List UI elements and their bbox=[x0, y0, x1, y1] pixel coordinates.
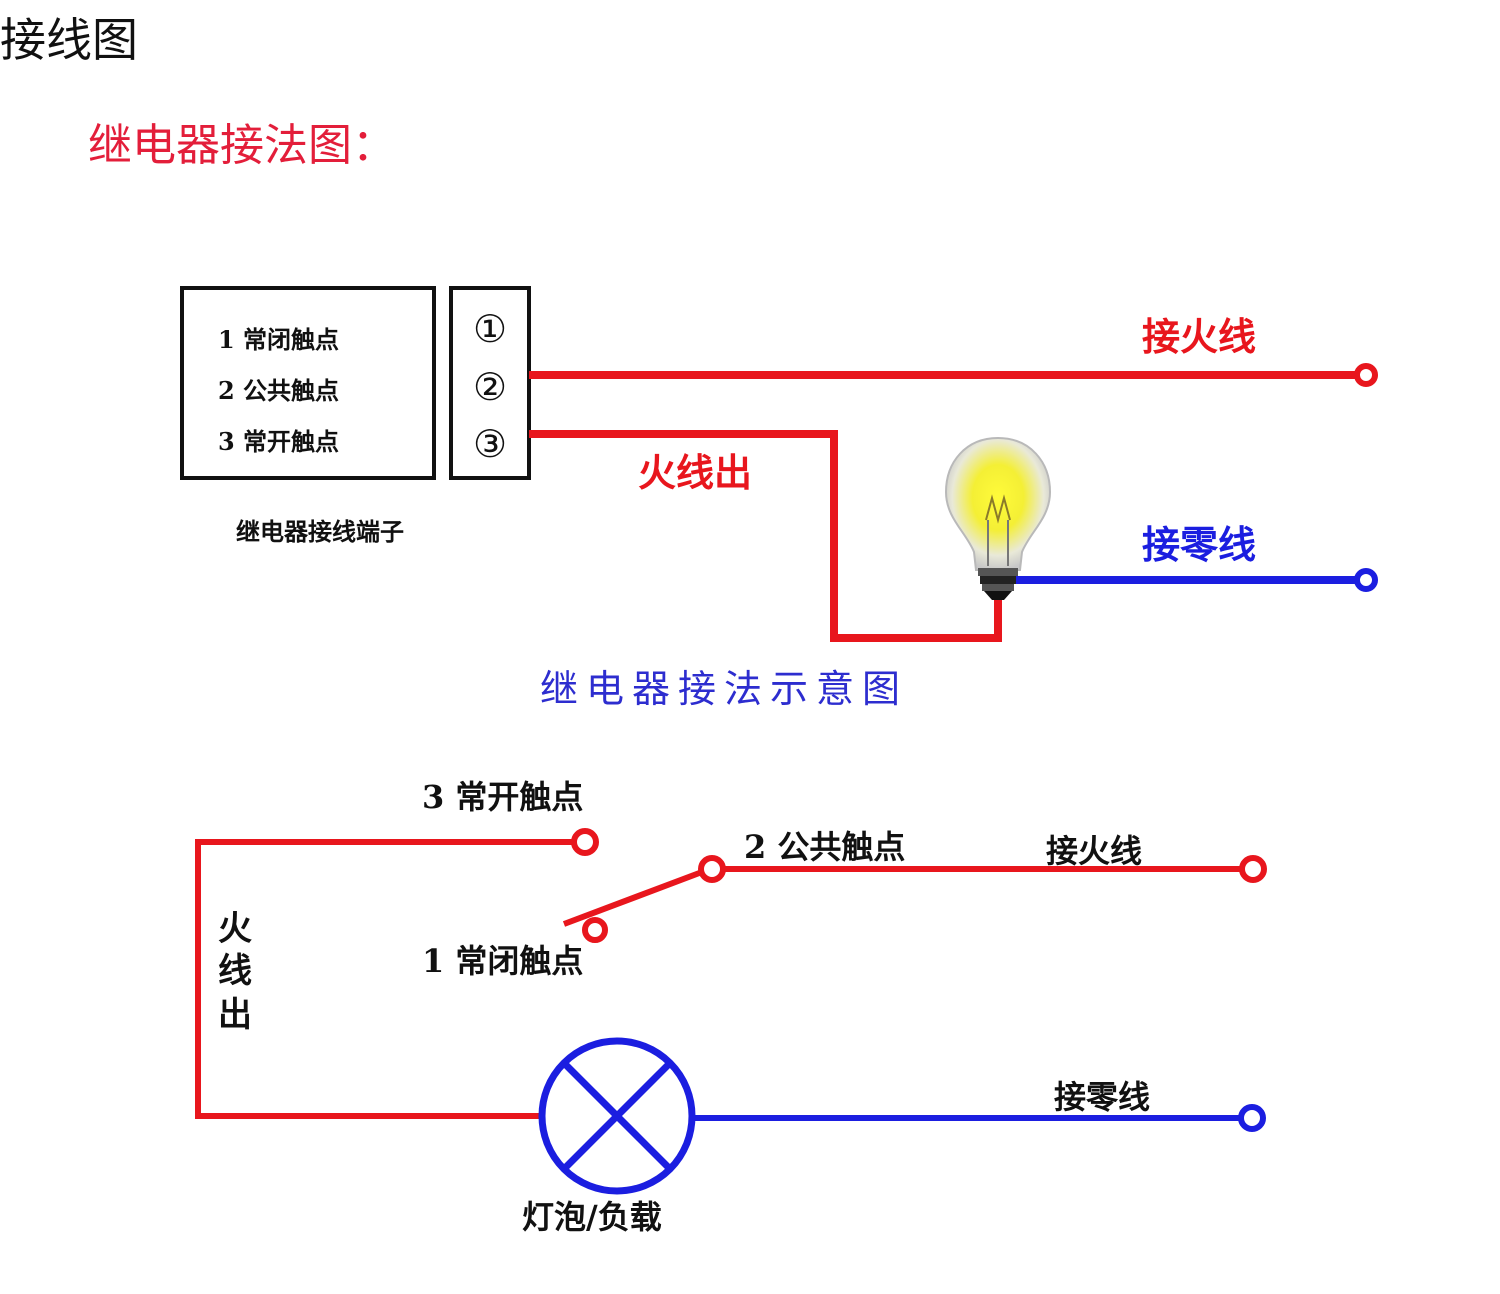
terminal-number-2: ② bbox=[473, 365, 507, 409]
terminal-description-box bbox=[180, 286, 436, 480]
lamp-load-icon bbox=[538, 1037, 696, 1195]
top-diagram-caption: 继电器接法示意图 bbox=[540, 667, 908, 711]
no-contact-label: 3 常开触点 bbox=[422, 778, 583, 816]
live-out-char-2: 线 bbox=[218, 951, 252, 991]
live-out-char-3: 出 bbox=[218, 995, 252, 1035]
live-in-terminal-top bbox=[1354, 363, 1378, 387]
common-contact-terminal bbox=[698, 855, 726, 883]
live-out-char-1: 火 bbox=[218, 909, 252, 949]
nc-contact-label: 1 常闭触点 bbox=[422, 942, 583, 980]
neutral-terminal-bottom bbox=[1238, 1104, 1266, 1132]
terminal-number-1: ① bbox=[473, 307, 507, 351]
page-title: 接线图 bbox=[0, 13, 138, 67]
switch-arm bbox=[562, 869, 704, 927]
terminal-number-box bbox=[449, 286, 531, 480]
live-in-terminal-bottom bbox=[1239, 855, 1267, 883]
live-in-label-bottom: 接火线 bbox=[1046, 832, 1142, 870]
neutral-label-bottom: 接零线 bbox=[1054, 1078, 1150, 1116]
neutral-terminal-top bbox=[1354, 568, 1378, 592]
live-out-wire-bottom bbox=[195, 839, 574, 1119]
terminal-line-1: 1 常闭触点 bbox=[218, 325, 339, 354]
subtitle: 继电器接法图： bbox=[88, 120, 396, 171]
terminal-caption: 继电器接线端子 bbox=[236, 517, 404, 546]
live-out-label-top: 火线出 bbox=[638, 450, 752, 495]
terminal-line-3: 3 常开触点 bbox=[218, 427, 339, 456]
load-label: 灯泡/负载 bbox=[522, 1198, 662, 1236]
terminal-line-2: 2 公共触点 bbox=[218, 376, 339, 405]
no-contact-terminal bbox=[571, 828, 599, 856]
neutral-label-top: 接零线 bbox=[1142, 522, 1256, 567]
live-in-label-top: 接火线 bbox=[1142, 314, 1256, 359]
nc-contact-terminal bbox=[582, 917, 608, 943]
light-bulb-icon bbox=[944, 436, 1052, 600]
terminal-number-3: ③ bbox=[473, 422, 507, 466]
live-out-wire-top bbox=[529, 430, 1002, 642]
common-contact-label: 2 公共触点 bbox=[744, 828, 905, 866]
